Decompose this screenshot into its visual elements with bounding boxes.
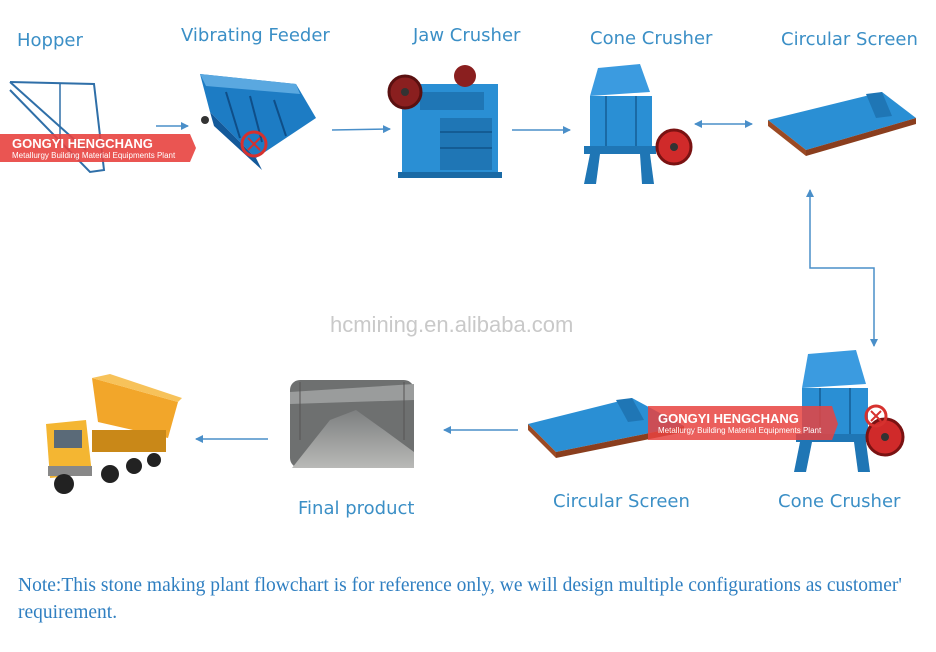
label-vibrating-feeder: Vibrating Feeder: [181, 25, 330, 46]
arrow-feeder-to-jaw: [331, 125, 391, 134]
banner-company-name: GONGYI HENGCHANG: [658, 411, 799, 426]
cone-crusher-1-image: [584, 64, 693, 184]
jaw-crusher-image: [387, 65, 502, 178]
banner-tagline: Metallurgy Building Material Equipments …: [12, 151, 176, 160]
company-banner-1: GONGYI HENGCHANG Metallurgy Building Mat…: [12, 136, 175, 160]
watermark-text: hcmining.en.alibaba.com: [330, 312, 574, 337]
banner-tagline: Metallurgy Building Material Equipments …: [658, 426, 822, 435]
arrow-screen-cone-loop: [806, 189, 878, 347]
label-jaw-crusher: Jaw Crusher: [413, 25, 521, 46]
label-cone-crusher-1: Cone Crusher: [590, 28, 713, 49]
label-final-product: Final product: [298, 498, 415, 519]
banner-1-bg: [0, 134, 196, 162]
reference-note: Note:This stone making plant flowchart i…: [18, 575, 902, 623]
circular-screen-1-image: [768, 92, 916, 156]
logo-2-icon: [864, 404, 888, 428]
label-circular-screen-1: Circular Screen: [781, 29, 918, 50]
dump-truck-image: [46, 374, 182, 494]
logo-1-icon: [240, 130, 268, 158]
label-hopper: Hopper: [17, 30, 83, 51]
final-product-image: [290, 380, 414, 468]
banner-company-name: GONGYI HENGCHANG: [12, 136, 153, 151]
flow-arrows: [156, 120, 878, 443]
company-banner-2: GONGYI HENGCHANG Metallurgy Building Mat…: [658, 411, 821, 435]
label-circular-screen-2: Circular Screen: [553, 491, 690, 512]
banner-2-bg: [648, 406, 838, 440]
label-cone-crusher-2: Cone Crusher: [778, 491, 901, 512]
